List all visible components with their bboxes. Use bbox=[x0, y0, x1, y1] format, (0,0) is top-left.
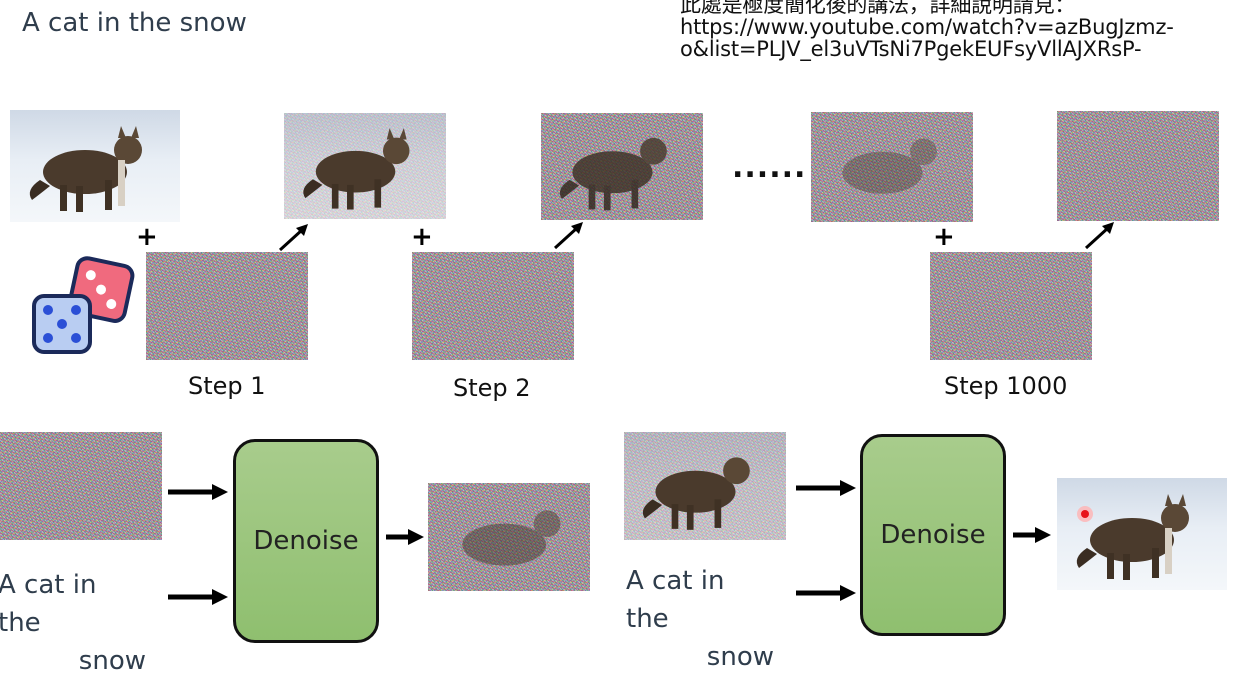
note-line-1: 此處是極度簡化後的講法，詳細說明請見： bbox=[680, 0, 1076, 17]
step2-noisy-cat-image bbox=[541, 113, 703, 220]
denoise-module-2: Denoise bbox=[860, 434, 1006, 636]
arrow-text-to-denoise-1 bbox=[168, 589, 228, 605]
added-noise-image-3 bbox=[930, 252, 1092, 360]
dice-icon bbox=[32, 256, 135, 354]
arrow-noise-to-denoise-2 bbox=[796, 480, 856, 496]
late-step-noisy-cat-image bbox=[811, 112, 973, 222]
added-noise-image-2 bbox=[412, 252, 574, 360]
plus-sign-1: + bbox=[136, 222, 158, 252]
denoise-output-1-image bbox=[428, 483, 590, 591]
arrow-noise-to-denoise-1 bbox=[168, 484, 228, 500]
cat-icon bbox=[29, 126, 142, 212]
arrow-step1000 bbox=[1084, 222, 1114, 250]
denoise-input-noisy-cat-image bbox=[624, 432, 786, 540]
arrow-step2 bbox=[553, 222, 583, 250]
reference-note: 此處是極度簡化後的講法，詳細說明請見： https://www.youtube.… bbox=[680, 0, 1230, 60]
plus-sign-2: + bbox=[411, 222, 433, 252]
arrow-step1 bbox=[278, 224, 308, 252]
denoise-input-noise-image bbox=[0, 432, 162, 540]
denoise-module-1: Denoise bbox=[233, 439, 379, 643]
arrow-text-to-denoise-2 bbox=[796, 585, 856, 601]
title: A cat in the snow bbox=[22, 8, 247, 38]
prompt-left-line-1: A cat in the bbox=[0, 570, 97, 638]
prompt-right-line-1: A cat in the bbox=[626, 566, 725, 634]
note-line-2: https://www.youtube.com/watch?v=azBugJzm… bbox=[680, 15, 1174, 39]
step-label-1000: Step 1000 bbox=[944, 372, 1068, 400]
denoise-output-clean-cat-image bbox=[1057, 478, 1227, 590]
step-label-2: Step 2 bbox=[453, 374, 531, 402]
step1-noisy-cat-image bbox=[284, 113, 446, 219]
step-label-1: Step 1 bbox=[188, 372, 266, 400]
added-noise-image-1 bbox=[146, 252, 308, 360]
arrow-denoise-2-output bbox=[1013, 527, 1051, 543]
clean-cat-image bbox=[10, 110, 180, 222]
step1000-noise-image bbox=[1057, 111, 1219, 221]
prompt-text-right: A cat in the snow bbox=[626, 562, 774, 676]
ellipsis: ...... bbox=[732, 150, 807, 185]
prompt-left-line-2: snow bbox=[78, 646, 146, 676]
prompt-right-line-2: snow bbox=[706, 642, 774, 672]
prompt-text-left: A cat in the snow bbox=[0, 566, 146, 680]
pointer-dot-icon bbox=[1077, 506, 1093, 522]
arrow-denoise-1-output bbox=[386, 529, 424, 545]
plus-sign-3: + bbox=[933, 222, 955, 252]
note-line-3: o&list=PLJV_el3uVTsNi7PgekEUFsyVllAJXRsP… bbox=[680, 37, 1142, 61]
